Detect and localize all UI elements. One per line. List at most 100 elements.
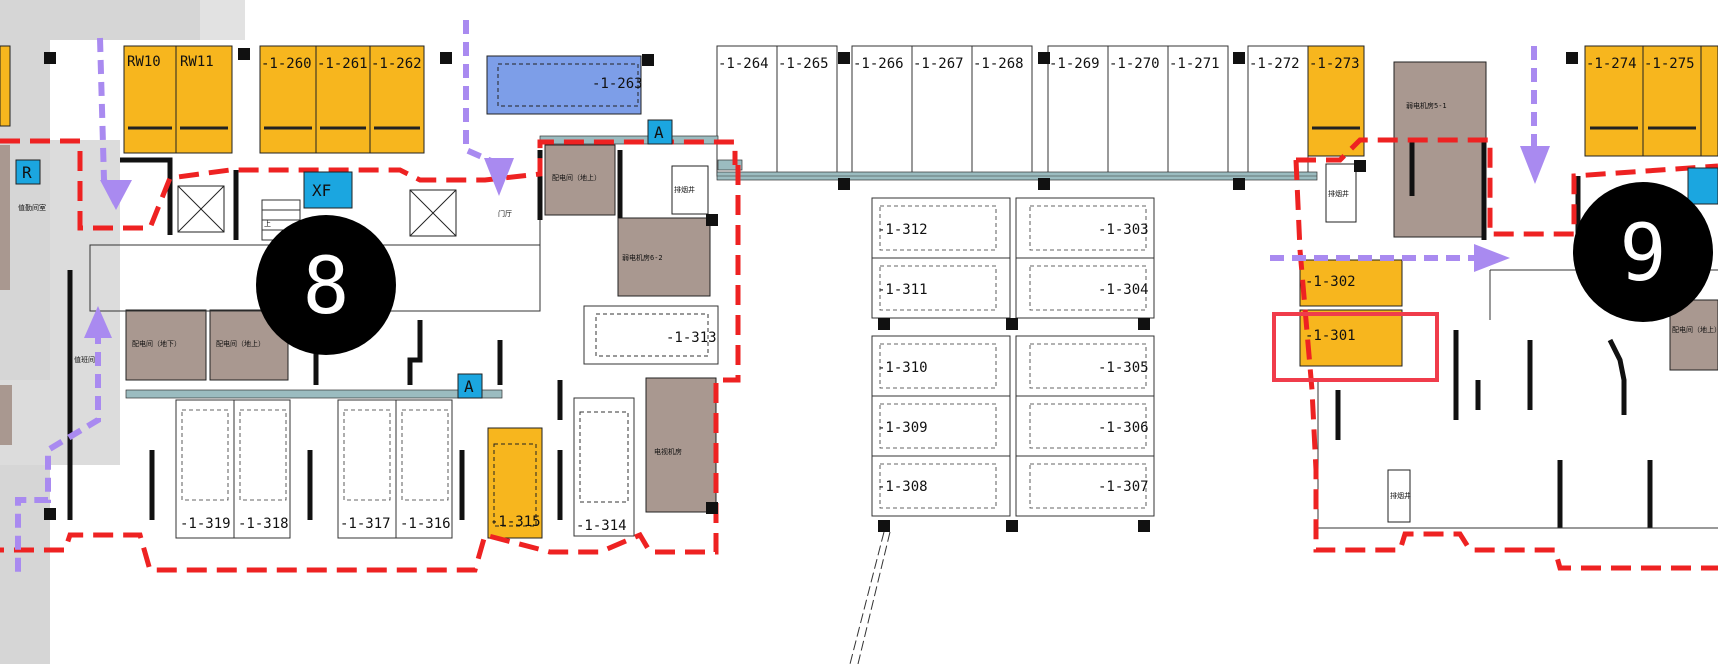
unit-1-265[interactable] xyxy=(776,45,838,177)
equip-room-5-1 xyxy=(1393,61,1487,238)
unit-1-319[interactable] xyxy=(175,399,235,539)
label-1-268: -1-268 xyxy=(973,56,1024,72)
unit-1-301[interactable] xyxy=(1299,309,1403,367)
zone8-boundary xyxy=(0,138,741,573)
label-rw10: RW10 xyxy=(127,54,161,70)
label-1-261: -1-261 xyxy=(317,56,368,72)
label-1-319: -1-319 xyxy=(180,516,231,532)
unit-1-270[interactable] xyxy=(1107,45,1169,177)
unit-right-edge xyxy=(1700,45,1718,157)
label-1-310: -1-310 xyxy=(877,360,928,376)
central-dashed-inner xyxy=(879,205,1147,509)
label-1-313: -1-313 xyxy=(666,330,717,346)
label-duty: 值班间 xyxy=(74,355,95,364)
arrow-down-3 xyxy=(1520,146,1550,184)
unit-1-271[interactable] xyxy=(1167,45,1229,177)
unit-1-275[interactable] xyxy=(1642,45,1702,157)
central-units xyxy=(871,197,1155,517)
unit-1-305[interactable] xyxy=(1015,335,1155,397)
label-1-303: -1-303 xyxy=(1098,222,1149,238)
left-gray-box xyxy=(0,145,10,290)
label-dist-room-above: 配电间（地上） xyxy=(216,339,265,348)
label-1-308: -1-308 xyxy=(877,479,928,495)
sign-letter-a1: A xyxy=(654,123,664,142)
label-1-311: -1-311 xyxy=(877,282,928,298)
unit-1-315[interactable] xyxy=(487,427,543,539)
label-hall: 门厅 xyxy=(498,209,512,218)
label-shaft-left: 排烟井 xyxy=(674,185,695,194)
zone-marker-8: 8 xyxy=(256,215,396,355)
unit-1-273[interactable] xyxy=(1307,45,1365,157)
small-labels: 值勤间室 门厅 配电间（地上） 配电间（地下） 配电间（地上） 弱电机房6-2 … xyxy=(18,101,1718,500)
label-up: 上 xyxy=(264,219,271,228)
unit-rw11[interactable] xyxy=(175,45,233,154)
zone-label-8: 8 xyxy=(303,242,350,332)
label-tv-room: 电视机房 xyxy=(654,447,682,456)
unit-1-316[interactable] xyxy=(395,399,453,539)
selected-unit-highlight xyxy=(1272,312,1439,382)
label-1-301: -1-301 xyxy=(1305,328,1356,344)
unit-1-266[interactable] xyxy=(851,45,913,177)
zone9-interior xyxy=(1299,61,1718,529)
unit-1-302[interactable] xyxy=(1299,259,1403,307)
unit-left-edge xyxy=(0,45,11,127)
label-1-275: -1-275 xyxy=(1644,56,1695,72)
unit-1-304[interactable] xyxy=(1015,257,1155,319)
arrow-up-1 xyxy=(84,306,112,338)
zone-label-9: 9 xyxy=(1620,209,1667,299)
label-rw11: RW11 xyxy=(180,54,214,70)
unit-1-308[interactable] xyxy=(871,455,1011,517)
route-arrowheads xyxy=(84,146,1550,338)
zone9-boundary xyxy=(1293,137,1718,571)
label-guard-room: 值勤间室 xyxy=(18,203,46,212)
unit-1-263[interactable] xyxy=(486,55,642,115)
unit-1-267[interactable] xyxy=(911,45,973,177)
unit-1-260[interactable] xyxy=(259,45,317,154)
unit-1-314[interactable] xyxy=(573,397,635,537)
corridor-band-8 xyxy=(125,389,503,399)
unit-1-307[interactable] xyxy=(1015,455,1155,517)
label-dist-right: 配电间（地上） xyxy=(1672,325,1718,334)
top-left-units xyxy=(0,45,425,154)
label-1-274: -1-274 xyxy=(1586,56,1637,72)
unit-1-317[interactable] xyxy=(337,399,397,539)
unit-1-269[interactable] xyxy=(1047,45,1109,177)
unit-1-303[interactable] xyxy=(1015,197,1155,259)
shaft-left xyxy=(671,165,709,215)
label-1-273: -1-273 xyxy=(1309,56,1360,72)
unit-1-306[interactable] xyxy=(1015,395,1155,457)
signs xyxy=(15,119,1718,399)
label-1-272: -1-272 xyxy=(1249,56,1300,72)
unit-1-311[interactable] xyxy=(871,257,1011,319)
pillars xyxy=(44,48,1578,520)
label-1-315: -1-315 xyxy=(490,514,541,530)
unit-1-313[interactable] xyxy=(583,305,719,365)
label-1-318: -1-318 xyxy=(238,516,289,532)
sign-letter-xf: XF xyxy=(312,181,331,200)
label-1-266: -1-266 xyxy=(853,56,904,72)
label-1-271: -1-271 xyxy=(1169,56,1220,72)
sign-a-mid xyxy=(457,373,483,399)
arrow-right-1 xyxy=(1474,244,1510,272)
label-1-316: -1-316 xyxy=(400,516,451,532)
unit-1-274[interactable] xyxy=(1584,45,1644,157)
unit-1-310[interactable] xyxy=(871,335,1011,397)
tv-room xyxy=(645,377,717,513)
unit-1-262[interactable] xyxy=(369,45,425,154)
label-shaft-bottom: 排烟井 xyxy=(1390,491,1411,500)
unit-1-261[interactable] xyxy=(315,45,371,154)
road-top-2 xyxy=(200,0,245,40)
central-pillars xyxy=(878,318,1150,532)
label-dist-room-top: 配电间（地上） xyxy=(552,173,601,182)
unit-1-309[interactable] xyxy=(871,395,1011,457)
room-labels: RW10 RW11 -1-260 -1-261 -1-262 -1-263 -1… xyxy=(127,54,1695,534)
label-1-304: -1-304 xyxy=(1098,282,1149,298)
label-1-314: -1-314 xyxy=(576,518,627,534)
label-equip-5-1: 弱电机房5-1 xyxy=(1406,101,1447,110)
label-1-317: -1-317 xyxy=(340,516,391,532)
label-1-264: -1-264 xyxy=(718,56,769,72)
unit-1-272[interactable] xyxy=(1247,45,1309,177)
zone-marker-9: 9 xyxy=(1573,182,1713,322)
label-1-260: -1-260 xyxy=(261,56,312,72)
